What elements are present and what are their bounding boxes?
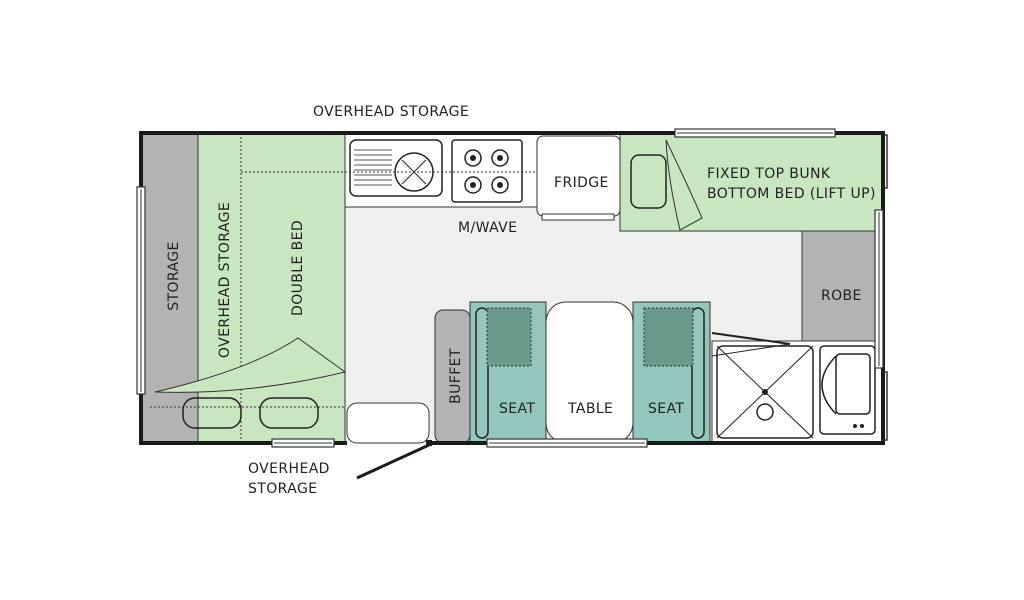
overhead-storage-top-label: OVERHEAD STORAGE bbox=[313, 104, 469, 120]
sink-icon bbox=[349, 139, 443, 197]
buffet-label: BUFFET bbox=[448, 348, 464, 404]
overhead-storage-bottom-label-1: OVERHEAD bbox=[248, 461, 330, 477]
shower-icon bbox=[716, 345, 814, 439]
bed-fold bbox=[154, 337, 347, 393]
microwave-label: M/WAVE bbox=[458, 220, 517, 236]
robe-label: ROBE bbox=[821, 288, 862, 304]
entry-step bbox=[346, 402, 430, 444]
cushion bbox=[643, 307, 694, 367]
dinette-table bbox=[545, 301, 634, 444]
bathroom bbox=[711, 340, 884, 444]
seat-left-label: SEAT bbox=[499, 401, 535, 417]
pillow bbox=[259, 397, 319, 429]
seat-right-label: SEAT bbox=[648, 401, 684, 417]
basin-icon bbox=[756, 403, 774, 421]
storage-label: STORAGE bbox=[166, 241, 182, 310]
robe bbox=[801, 230, 884, 342]
bathroom-door bbox=[711, 332, 791, 345]
bunk-zone bbox=[619, 132, 884, 232]
pillow bbox=[182, 397, 242, 429]
entry-door bbox=[356, 443, 430, 480]
overhead-storage-bottom-label-2: STORAGE bbox=[248, 481, 317, 497]
bunk-fold bbox=[665, 139, 703, 231]
double-bed-label: DOUBLE BED bbox=[290, 220, 306, 316]
overhead-storage-vertical-label: OVERHEAD STORAGE bbox=[217, 202, 233, 358]
bunk-label-1: FIXED TOP BUNK bbox=[707, 166, 831, 182]
bunk-label-2: BOTTOM BED (LIFT UP) bbox=[707, 186, 876, 202]
pillow bbox=[630, 154, 667, 209]
cushion bbox=[486, 307, 532, 367]
cooktop-icon bbox=[451, 139, 523, 203]
table-label: TABLE bbox=[567, 401, 613, 417]
fridge-label: FRIDGE bbox=[554, 175, 609, 191]
toilet-icon bbox=[819, 345, 876, 435]
